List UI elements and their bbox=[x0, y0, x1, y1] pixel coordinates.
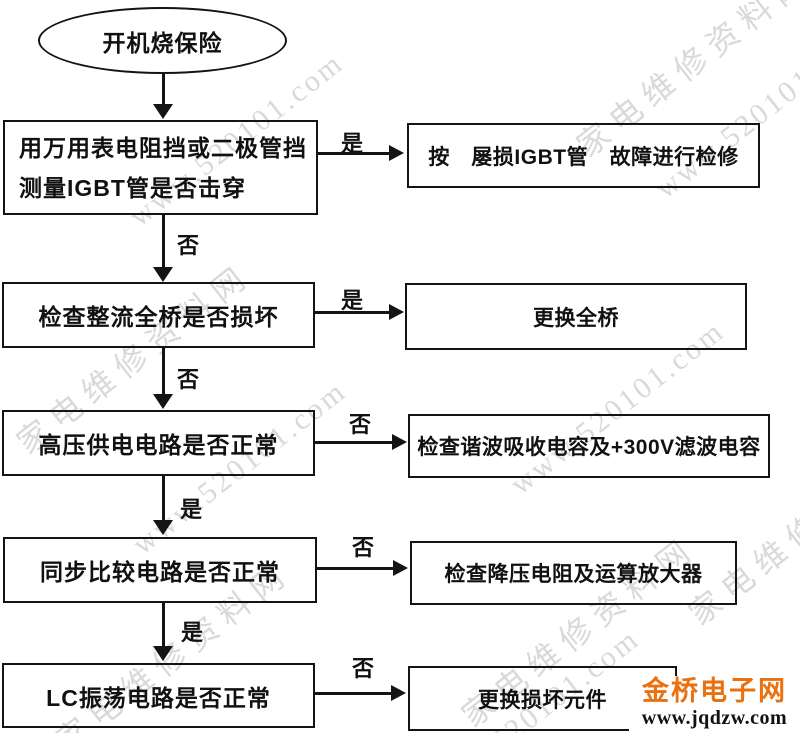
arrow-q3-to-q4 bbox=[162, 476, 165, 522]
arrow-q1-to-q2 bbox=[162, 215, 165, 269]
arrow-q3-to-a3 bbox=[315, 441, 393, 444]
branch-label-no: 否 bbox=[177, 233, 200, 258]
action-label: 更换损坏元件 bbox=[478, 688, 607, 712]
branch-label-yes: 是 bbox=[180, 497, 203, 522]
decision-box-igbt-test: 用万用表电阻挡或二极管挡 测量IGBT管是否击穿 bbox=[3, 120, 318, 215]
arrowhead-right-icon bbox=[392, 434, 407, 450]
branch-label-yes: 是 bbox=[341, 131, 364, 156]
action-box-check-capacitors: 检查谐波吸收电容及+300V滤波电容 bbox=[408, 414, 770, 478]
decision-box-hv-supply: 高压供电电路是否正常 bbox=[2, 410, 315, 476]
arrowhead-down-icon bbox=[153, 520, 173, 535]
start-node: 开机烧保险 bbox=[38, 7, 287, 74]
decision-label: 用万用表电阻挡或二极管挡 测量IGBT管是否击穿 bbox=[19, 134, 307, 201]
branch-label-yes: 是 bbox=[341, 288, 364, 313]
action-label: 更换全桥 bbox=[533, 306, 619, 330]
arrowhead-down-icon bbox=[153, 104, 173, 119]
action-box-replace-bridge: 更换全桥 bbox=[405, 283, 747, 350]
arrowhead-right-icon bbox=[389, 304, 404, 320]
arrowhead-down-icon bbox=[153, 394, 173, 409]
arrowhead-right-icon bbox=[391, 685, 406, 701]
branch-label-yes: 是 bbox=[181, 620, 204, 645]
site-name: 金桥电子网 bbox=[642, 676, 787, 706]
site-logo: 金桥电子网 www.jqdzw.com bbox=[629, 676, 800, 733]
decision-label: LC振荡电路是否正常 bbox=[46, 684, 271, 711]
decision-label: 高压供电电路是否正常 bbox=[38, 432, 279, 458]
decision-box-lc-oscillator: LC振荡电路是否正常 bbox=[2, 663, 315, 728]
branch-label-no: 否 bbox=[352, 535, 375, 560]
arrowhead-down-icon bbox=[153, 646, 173, 661]
arrowhead-right-icon bbox=[393, 560, 408, 576]
arrow-q2-to-q3 bbox=[162, 348, 165, 396]
action-box-igbt-repair: 按 屡损IGBT管 故障进行检修 bbox=[407, 123, 760, 188]
arrowhead-right-icon bbox=[389, 145, 404, 161]
action-box-check-resistor-opamp: 检查降压电阻及运算放大器 bbox=[410, 541, 737, 605]
branch-label-no: 否 bbox=[177, 367, 200, 392]
branch-label-no: 否 bbox=[352, 656, 375, 681]
start-node-label: 开机烧保险 bbox=[102, 29, 223, 56]
arrow-q4-to-a4 bbox=[317, 567, 394, 570]
site-url: www.jqdzw.com bbox=[641, 707, 788, 729]
action-label: 按 屡损IGBT管 故障进行检修 bbox=[428, 145, 739, 169]
decision-box-sync-compare: 同步比较电路是否正常 bbox=[3, 537, 317, 603]
decision-box-rectifier-bridge: 检查整流全桥是否损坏 bbox=[2, 282, 315, 348]
arrow-q2-to-a2 bbox=[315, 311, 390, 314]
branch-label-no: 否 bbox=[349, 412, 372, 437]
action-label: 检查降压电阻及运算放大器 bbox=[444, 563, 703, 586]
arrowhead-down-icon bbox=[153, 267, 173, 282]
arrow-q1-to-a1 bbox=[318, 152, 390, 155]
arrow-q4-to-q5 bbox=[162, 603, 165, 647]
decision-label: 检查整流全桥是否损坏 bbox=[38, 304, 279, 330]
arrow-q5-to-a5 bbox=[315, 692, 392, 695]
arrow-start-to-q1 bbox=[162, 74, 165, 107]
action-label: 检查谐波吸收电容及+300V滤波电容 bbox=[417, 436, 761, 459]
decision-label: 同步比较电路是否正常 bbox=[40, 559, 280, 585]
